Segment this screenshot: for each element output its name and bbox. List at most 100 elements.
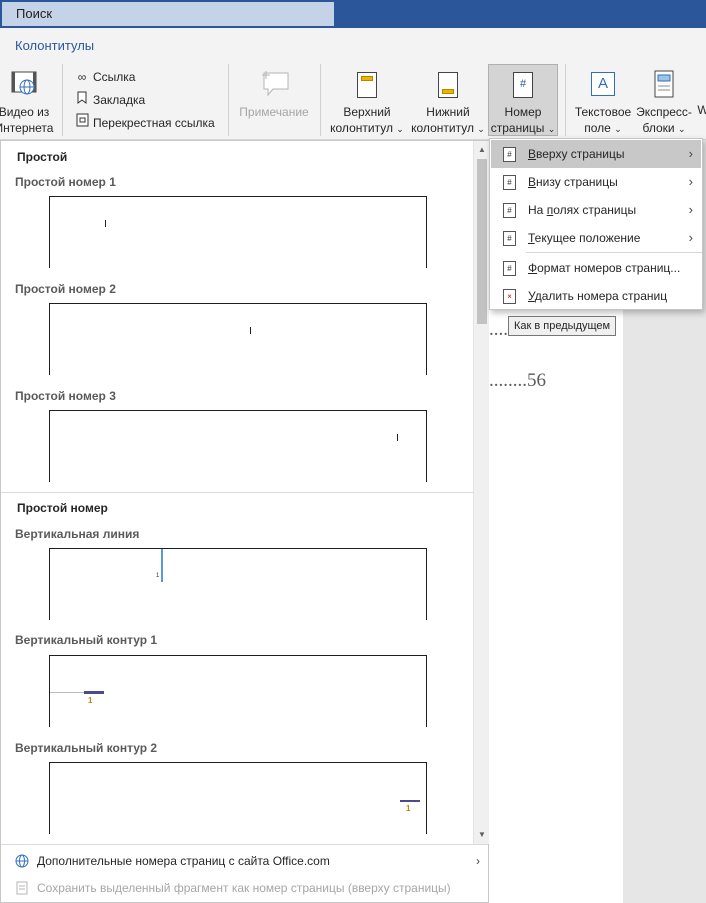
menu-item-bottom-of-page[interactable]: # Внизу страницы › (491, 168, 701, 196)
menu-item-current-position[interactable]: # Текущее положение › (491, 224, 701, 252)
section-divider (1, 492, 473, 493)
chevron-right-icon: › (688, 202, 693, 217)
page-number-label-2: страницы ⌄ (490, 121, 556, 135)
ribbon: Колонтитулы Видео из Интернета ∞ Ссылка (0, 28, 706, 140)
vertical-accent-line (161, 549, 163, 582)
gallery-item-plain-number-3[interactable] (49, 410, 427, 482)
menu-label-accel: Т (528, 231, 535, 245)
menu-label-accel: У (528, 289, 535, 303)
page-number-label-1: Номер (504, 105, 542, 119)
title-bar: Поиск (0, 0, 706, 28)
header-icon (354, 70, 380, 100)
more-page-numbers-online-item[interactable]: Дополнительные номера страниц с сайта Of… (1, 847, 488, 875)
header-button[interactable]: Верхний колонтитул ⌄ (327, 70, 407, 137)
page-number-gallery: Простой Простой номер 1 Простой номер 2 … (0, 140, 489, 903)
gallery-item-title: Простой номер 1 (15, 175, 116, 189)
gallery-item-vertical-contour-1[interactable]: 1 (49, 655, 427, 727)
remove-page-numbers-icon: × (503, 289, 516, 304)
online-video-label-1: Видео из (0, 105, 50, 119)
menu-item-remove-page-numbers[interactable]: × Удалить номера страниц (491, 282, 701, 310)
search-box[interactable]: Поиск (2, 2, 334, 26)
chevron-right-icon: › (688, 174, 693, 189)
page-number-icon: # (510, 70, 536, 100)
page-number-mark (250, 327, 251, 334)
save-selection-item[interactable]: Сохранить выделенный фрагмент как номер … (1, 874, 488, 902)
chevron-right-icon: › (688, 146, 693, 161)
ribbon-separator (320, 64, 321, 136)
toc-line: ........56 (489, 370, 546, 391)
bookmark-label: Закладка (93, 93, 146, 107)
link-button[interactable]: ∞ Ссылка (74, 66, 215, 89)
gallery-item-plain-number-2[interactable] (49, 303, 427, 375)
menu-label-pre: На (528, 203, 547, 217)
chevron-down-icon: ⌄ (547, 124, 556, 134)
online-video-button[interactable]: Видео из Интернета (0, 70, 54, 136)
text-box-icon: A (590, 70, 616, 100)
gallery-item-title: Вертикальный контур 1 (15, 633, 158, 647)
ribbon-separator (62, 64, 63, 136)
scroll-up-icon[interactable]: ▲ (478, 145, 486, 154)
footer-button[interactable]: Нижний колонтитул ⌄ (408, 70, 488, 137)
page-number-button[interactable]: # Номер страницы ⌄ (488, 64, 558, 136)
menu-label-post: низу страницы (536, 175, 618, 189)
current-position-icon: # (503, 231, 516, 246)
gallery-section-heading: Простой (17, 150, 68, 164)
header-label-1: Верхний (343, 105, 391, 119)
footer-icon (435, 70, 461, 100)
page-number-mark (397, 434, 398, 441)
menu-label-post: далить номера страниц (534, 289, 668, 303)
page-top-icon: # (503, 147, 516, 162)
menu-label-post: верху страницы (536, 147, 625, 161)
text-box-label-1: Текстовое (574, 105, 632, 119)
gallery-item-title: Простой номер 2 (15, 282, 116, 296)
contextual-tab-title[interactable]: Колонтитулы (15, 38, 95, 53)
links-group: ∞ Ссылка Закладка Перекрестная ссылка (74, 66, 215, 135)
text-box-button[interactable]: A Текстовое поле ⌄ (571, 70, 635, 137)
page-number-submenu: # Вверху страницы › # Внизу страницы › #… (489, 138, 703, 310)
footer-label-2: колонтитул ⌄ (411, 121, 485, 135)
scroll-down-icon[interactable]: ▼ (478, 830, 486, 839)
gallery-scroll-area: Простой Простой номер 1 Простой номер 2 … (1, 141, 473, 844)
page-number-mark (105, 220, 106, 227)
chevron-right-icon: › (476, 854, 480, 868)
chevron-down-icon: ⌄ (477, 124, 485, 134)
footer-label-1: Нижний (426, 105, 470, 119)
page-margins-icon: # (503, 203, 516, 218)
chevron-right-icon: › (688, 230, 693, 245)
text-box-label-2: поле ⌄ (584, 121, 622, 135)
cross-reference-button[interactable]: Перекрестная ссылка (74, 112, 215, 135)
wordart-button-cut[interactable]: W (697, 102, 706, 118)
menu-item-page-margins[interactable]: # На полях страницы › (491, 196, 701, 224)
header-label-2: колонтитул ⌄ (330, 121, 404, 135)
gallery-item-vertical-line[interactable]: 1 (49, 548, 427, 620)
video-icon (11, 70, 37, 100)
menu-item-format-page-numbers[interactable]: # Формат номеров страниц... (491, 254, 701, 282)
ribbon-separator (565, 64, 566, 136)
bookmark-icon (74, 89, 90, 112)
gallery-footer: Дополнительные номера страниц с сайта Of… (1, 844, 488, 902)
contour-line (50, 692, 84, 693)
page-number-mark: 1 (406, 804, 411, 813)
quick-parts-label-2: блоки ⌄ (642, 121, 686, 135)
globe-icon (13, 847, 31, 878)
online-video-label-2: Интернета (0, 121, 54, 135)
scrollbar-thumb[interactable] (477, 159, 487, 324)
cross-reference-icon (74, 112, 90, 135)
gallery-item-vertical-contour-2[interactable]: 1 (49, 762, 427, 834)
quick-parts-button[interactable]: Экспресс- блоки ⌄ (633, 70, 695, 137)
menu-separator (526, 252, 702, 253)
chevron-down-icon: ⌄ (396, 124, 404, 134)
gallery-scrollbar[interactable]: ▲ ▼ (473, 141, 489, 844)
link-to-previous-tooltip: Как в предыдущем (508, 316, 617, 336)
menu-item-top-of-page[interactable]: # Вверху страницы › (491, 140, 701, 168)
comment-button[interactable]: Примечание (234, 70, 314, 120)
contour-bar (84, 691, 104, 694)
gallery-item-title: Простой номер 3 (15, 389, 116, 403)
bookmark-button[interactable]: Закладка (74, 89, 215, 112)
page-number-mark: 1 (88, 696, 93, 705)
save-to-gallery-icon (13, 874, 31, 903)
gallery-item-plain-number-1[interactable] (49, 196, 427, 268)
comment-label: Примечание (239, 105, 309, 119)
more-page-numbers-label: Дополнительные номера страниц с сайта Of… (37, 854, 330, 868)
menu-label-accel: В (528, 175, 537, 189)
